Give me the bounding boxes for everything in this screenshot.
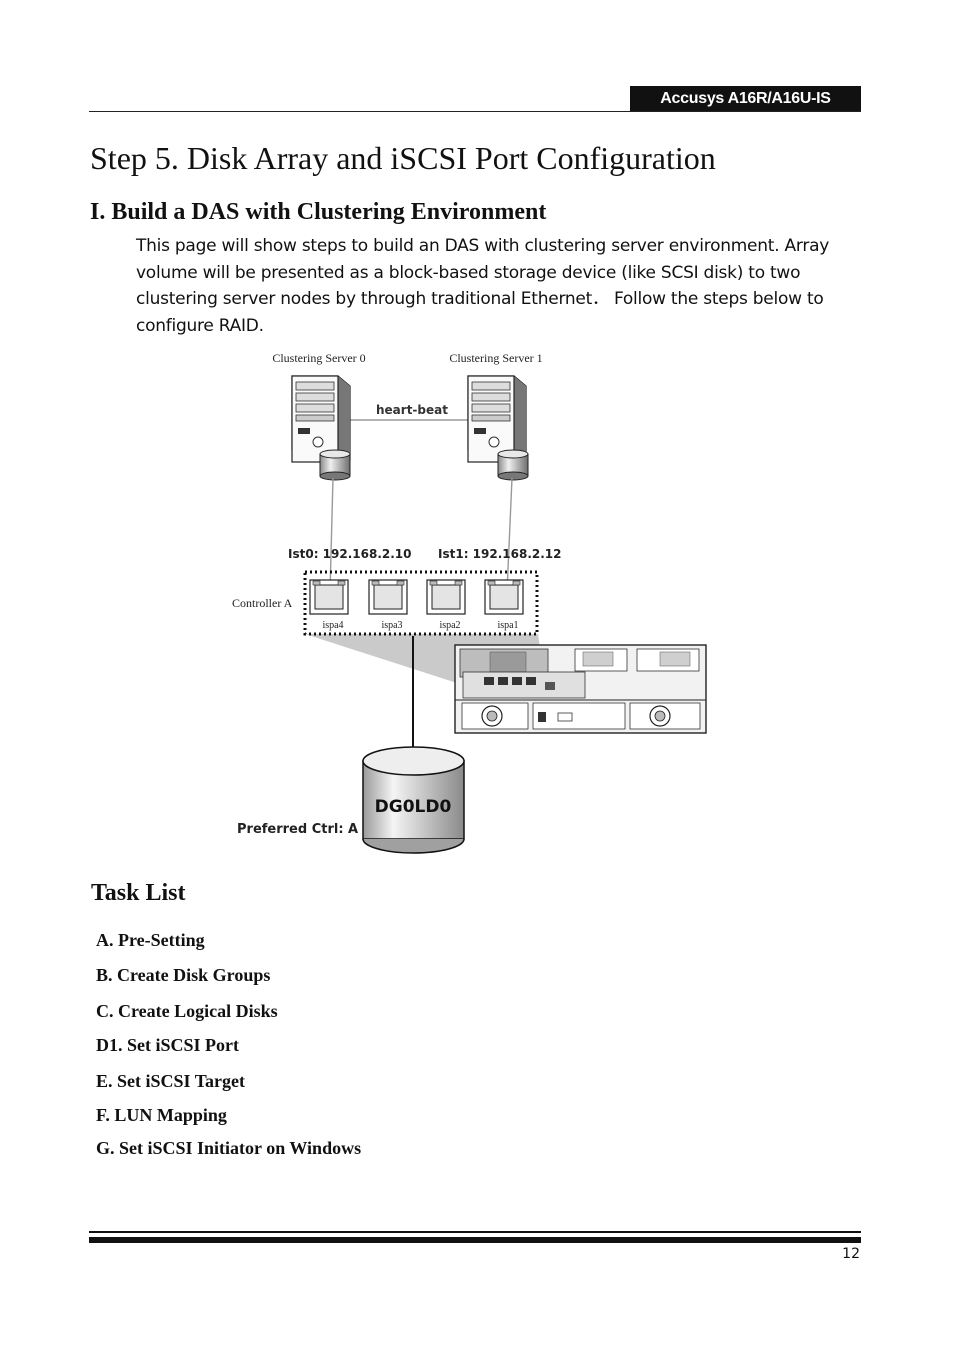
server1-label: Clustering Server 1 <box>449 351 542 365</box>
port-ispa3-icon <box>368 579 408 615</box>
port-label: ispa2 <box>439 620 460 631</box>
server0-label: Clustering Server 0 <box>272 351 365 365</box>
task-item: G. Set iSCSI Initiator on Windows <box>96 1138 362 1158</box>
task-item: B. Create Disk Groups <box>96 965 271 985</box>
server1-tower-icon <box>467 375 527 463</box>
task-item: D1. Set iSCSI Port <box>96 1035 239 1055</box>
page-number: 12 <box>842 1246 860 1262</box>
enclosure-rear-panel-icon <box>454 644 707 734</box>
port-ispa4-icon <box>309 579 349 615</box>
task-item: F. LUN Mapping <box>96 1105 227 1125</box>
footer-rule <box>89 1231 861 1233</box>
controller-frame <box>303 570 539 636</box>
task-item: C. Create Logical Disks <box>96 1001 278 1021</box>
ip1-label: Ist1: 192.168.2.12 <box>438 547 562 561</box>
intro-line: This page will show steps to build an DA… <box>136 236 830 256</box>
port-label: ispa3 <box>381 620 402 631</box>
controller-label: Controller A <box>232 596 293 610</box>
server0-disk-icon <box>319 449 351 481</box>
clustering-diagram: Clustering Server 0 Clustering Server 1 … <box>232 351 707 854</box>
port-label: ispa4 <box>322 620 343 631</box>
task-item: A. Pre-Setting <box>96 930 205 950</box>
intro-line: clustering server nodes by through tradi… <box>136 289 824 309</box>
intro-line: volume will be presented as a block-base… <box>136 262 801 283</box>
server1-cable <box>506 477 513 593</box>
product-badge: Accusys A16R/A16U-IS <box>630 86 861 112</box>
intro-line: configure RAID. <box>136 315 264 336</box>
task-item: E. Set iSCSI Target <box>96 1071 246 1091</box>
preferred-ctrl-label: Preferred Ctrl: A <box>237 822 358 837</box>
task-list-heading: Task List <box>91 880 186 906</box>
header-rule <box>89 111 861 112</box>
footer-rule <box>89 1237 861 1243</box>
volume-label: DG0LD0 <box>375 797 452 817</box>
server1-disk-icon <box>497 449 529 481</box>
port-label: ispa1 <box>497 620 518 631</box>
section-heading: I. Build a DAS with Clustering Environme… <box>90 199 547 225</box>
volume-cylinder-icon <box>362 746 465 854</box>
intro-paragraph: This page will show steps to build an DA… <box>136 233 896 339</box>
ip0-label: Ist0: 192.168.2.10 <box>288 547 412 561</box>
page-title: Step 5. Disk Array and iSCSI Port Config… <box>90 140 716 176</box>
port-ispa2-icon <box>426 579 466 615</box>
port-ispa1-icon <box>484 579 524 615</box>
server0-tower-icon <box>291 375 351 463</box>
heartbeat-label: heart-beat <box>376 403 448 417</box>
server0-cable <box>329 477 334 593</box>
